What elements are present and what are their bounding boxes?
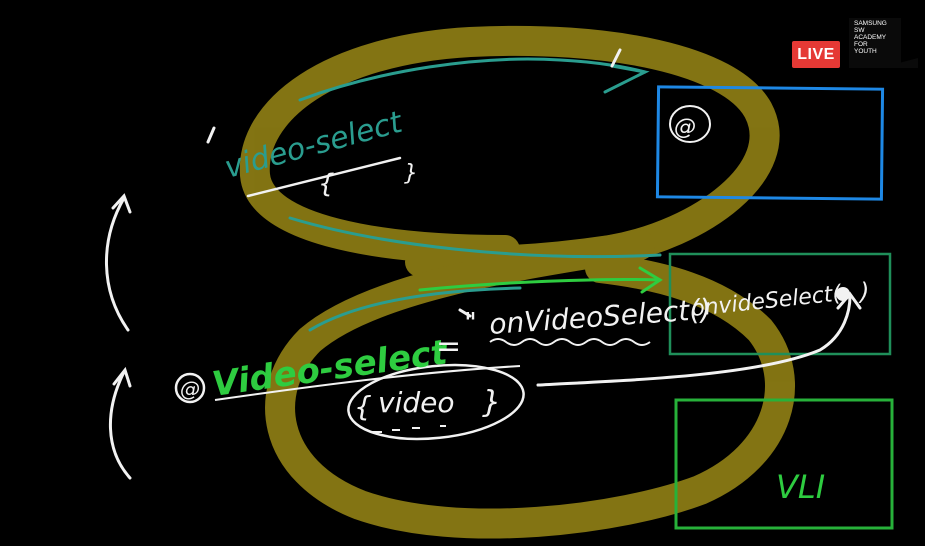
event-at-circle xyxy=(174,372,206,404)
handler-call: onVideoSelect() xyxy=(488,293,712,341)
handler-wavy-underline xyxy=(489,338,651,346)
top-brace-open: { xyxy=(318,169,335,199)
bottom-box-label: VLI xyxy=(776,468,825,506)
payload-brace-close: } xyxy=(482,385,501,420)
logo-line: SAMSUNG xyxy=(854,20,887,27)
left-up-arrows xyxy=(105,193,132,480)
logo-line: SW xyxy=(854,27,865,34)
payload-brace-open: { xyxy=(354,390,372,423)
event-underline xyxy=(214,365,521,401)
payload-ellipse xyxy=(347,363,525,441)
up-arrow-upper xyxy=(105,196,130,332)
top-label: video-select xyxy=(221,105,407,186)
cyan-curve-lower xyxy=(308,286,522,332)
handler-arg-dot xyxy=(836,287,850,301)
logo-line: FOR xyxy=(854,41,868,48)
green-arrow xyxy=(418,266,663,294)
handler-signature-close: ) xyxy=(858,278,869,306)
cyan-ink xyxy=(288,57,662,332)
live-badge: LIVE xyxy=(792,41,840,68)
up-arrow-lower xyxy=(108,370,132,480)
event-at: @ xyxy=(180,377,200,401)
top-box-mark-ring xyxy=(669,105,711,143)
equals-sign: = xyxy=(436,329,461,364)
top-box-mark: @ xyxy=(674,115,696,140)
payload-word: video xyxy=(378,386,454,419)
top-label-underline xyxy=(246,156,402,198)
quote-mark: " xyxy=(464,306,477,339)
cyan-arrow-tip xyxy=(603,64,650,94)
small-marks xyxy=(206,48,622,318)
top-brace-close: } xyxy=(404,161,418,186)
cyan-curve-bottom xyxy=(288,216,662,259)
academy-logo: SAMSUNG SW ACADEMY FOR YOUTH xyxy=(849,18,901,68)
green-box-middle xyxy=(668,252,892,356)
payload-dashes xyxy=(372,425,446,433)
green-box-bottom xyxy=(674,398,894,530)
blue-box xyxy=(655,85,885,201)
logo-line: YOUTH xyxy=(854,48,877,55)
logo-line: ACADEMY xyxy=(854,34,887,41)
